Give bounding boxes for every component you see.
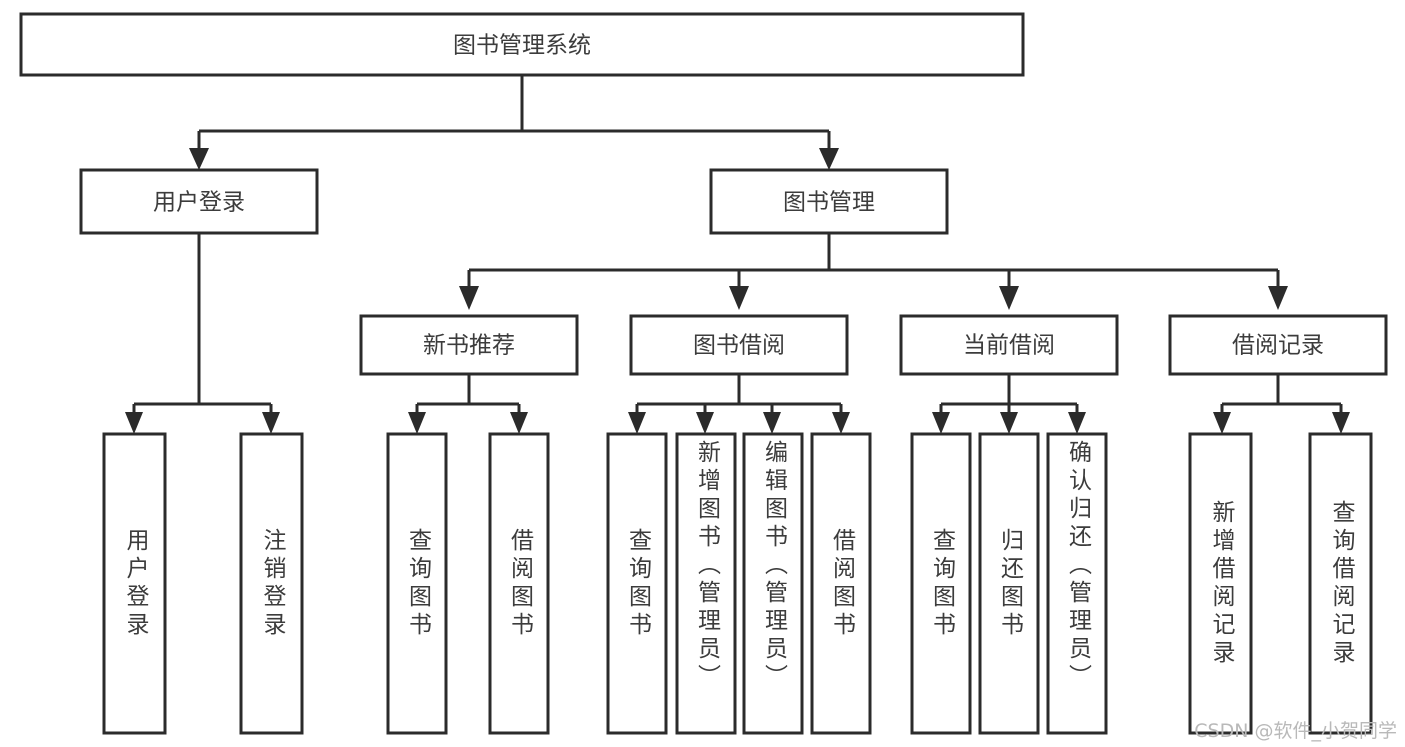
node-leaf-query-book-3-label: 查询图书	[928, 527, 955, 640]
node-book-borrow[interactable]: 图书借阅	[629, 314, 849, 376]
node-leaf-confirm-return-admin[interactable]: 确认归还（管理员）	[1046, 432, 1108, 735]
node-leaf-confirm-return-admin-label: 确认归还（管理员）	[1064, 440, 1091, 692]
node-borrow-record-label: 借阅记录	[1232, 333, 1324, 359]
node-leaf-edit-book-admin[interactable]: 编辑图书（管理员）	[742, 432, 804, 735]
node-leaf-query-book-2[interactable]: 查询图书	[606, 432, 668, 735]
node-root-box[interactable]	[19, 12, 1025, 77]
arrow-head-book-borrow	[729, 286, 749, 310]
arrow-head-leaf-query-book-1	[408, 412, 426, 434]
arrow-head-leaf-return-book	[1000, 412, 1018, 434]
arrow-head-leaf-edit-book-admin	[763, 412, 781, 434]
node-leaf-return-book[interactable]: 归还图书	[978, 432, 1040, 735]
arrow-head-leaf-borrow-book-2	[832, 412, 850, 434]
arrow-head-leaf-borrow-book-1	[510, 412, 528, 434]
arrow-head-borrow-record	[1268, 286, 1288, 310]
arrow-head-leaf-query-borrow-record	[1332, 412, 1350, 434]
node-leaf-query-book-3-box[interactable]	[910, 432, 972, 735]
node-book-borrow-box[interactable]	[629, 314, 849, 376]
node-root[interactable]: 图书管理系统	[19, 12, 1025, 77]
node-new-book-recommend-box[interactable]	[359, 314, 579, 376]
arrow-head-new-book-recommend	[459, 286, 479, 310]
node-root-label: 图书管理系统	[453, 33, 591, 59]
arrow-head-leaf-confirm-return-admin	[1068, 412, 1086, 434]
node-leaf-query-book-3-text-wrap: 查询图书	[928, 527, 955, 640]
node-leaf-borrow-book-1-label: 借阅图书	[506, 527, 533, 640]
node-leaf-borrow-book-1-text-wrap: 借阅图书	[506, 527, 533, 640]
node-leaf-borrow-book-1[interactable]: 借阅图书	[488, 432, 550, 735]
arrow-head-book-management	[819, 148, 839, 170]
node-new-book-recommend-label: 新书推荐	[423, 333, 515, 359]
node-book-management-box[interactable]	[709, 168, 949, 235]
arrow-head-user-login	[189, 148, 209, 170]
node-user-login-box[interactable]	[79, 168, 319, 235]
node-book-management[interactable]: 图书管理	[709, 168, 949, 235]
node-leaf-borrow-book-1-box[interactable]	[488, 432, 550, 735]
node-leaf-add-book-admin-label: 新增图书（管理员）	[693, 440, 720, 692]
arrow-head-current-borrow	[999, 286, 1019, 310]
node-current-borrow-label: 当前借阅	[963, 333, 1055, 359]
node-leaf-query-borrow-record[interactable]: 查询借阅记录	[1308, 432, 1373, 735]
node-leaf-add-borrow-record-text-wrap: 新增借阅记录	[1208, 499, 1234, 668]
node-leaf-add-book-admin-text-wrap: 新增图书（管理员）	[693, 440, 720, 692]
node-leaf-query-book-1-text-wrap: 查询图书	[404, 527, 431, 640]
node-leaf-return-book-label: 归还图书	[996, 527, 1023, 640]
node-leaf-query-borrow-record-label: 查询借阅记录	[1328, 499, 1354, 668]
node-leaf-query-book-1-label: 查询图书	[404, 527, 431, 640]
arrow-head-leaf-add-borrow-record	[1213, 412, 1231, 434]
node-leaf-borrow-book-2-box[interactable]	[810, 432, 872, 735]
node-leaf-edit-book-admin-text-wrap: 编辑图书（管理员）	[760, 440, 787, 692]
arrow-head-leaf-user-login	[125, 412, 143, 434]
node-leaf-confirm-return-admin-box[interactable]	[1046, 432, 1108, 735]
node-leaf-borrow-book-2-label: 借阅图书	[828, 527, 855, 640]
node-leaf-edit-book-admin-label: 编辑图书（管理员）	[760, 440, 787, 692]
connector-layer	[125, 75, 1350, 434]
node-leaf-confirm-return-admin-text-wrap: 确认归还（管理员）	[1064, 440, 1091, 692]
node-user-login-label: 用户登录	[153, 190, 245, 216]
node-leaf-user-login[interactable]: 用户登录	[102, 432, 167, 735]
node-leaf-query-borrow-record-box[interactable]	[1308, 432, 1373, 735]
node-leaf-logout-login-label: 注销登录	[259, 527, 285, 640]
node-current-borrow-box[interactable]	[899, 314, 1119, 376]
arrow-head-leaf-query-book-2	[628, 412, 646, 434]
node-leaf-borrow-book-2-text-wrap: 借阅图书	[828, 527, 855, 640]
node-leaf-edit-book-admin-box[interactable]	[742, 432, 804, 735]
node-leaf-query-book-2-box[interactable]	[606, 432, 668, 735]
node-current-borrow[interactable]: 当前借阅	[899, 314, 1119, 376]
arrow-head-leaf-add-book-admin	[696, 412, 714, 434]
node-leaf-logout-login-text-wrap: 注销登录	[259, 527, 285, 640]
node-leaf-logout-login[interactable]: 注销登录	[239, 432, 304, 735]
node-leaf-add-book-admin[interactable]: 新增图书（管理员）	[675, 432, 737, 735]
node-leaf-logout-login-box[interactable]	[239, 432, 304, 735]
node-leaf-return-book-box[interactable]	[978, 432, 1040, 735]
node-leaf-query-book-1[interactable]: 查询图书	[386, 432, 448, 735]
node-leaf-query-book-3[interactable]: 查询图书	[910, 432, 972, 735]
node-leaf-user-login-text-wrap: 用户登录	[122, 527, 148, 640]
node-borrow-record-box[interactable]	[1168, 314, 1388, 376]
arrow-head-leaf-logout-login	[262, 412, 280, 434]
node-leaf-add-book-admin-box[interactable]	[675, 432, 737, 735]
node-leaf-query-book-2-text-wrap: 查询图书	[624, 527, 651, 640]
node-book-borrow-label: 图书借阅	[693, 333, 785, 359]
node-leaf-user-login-box[interactable]	[102, 432, 167, 735]
node-book-management-label: 图书管理	[783, 190, 875, 216]
node-leaf-add-borrow-record[interactable]: 新增借阅记录	[1188, 432, 1253, 735]
node-leaf-add-borrow-record-box[interactable]	[1188, 432, 1253, 735]
node-leaf-add-borrow-record-label: 新增借阅记录	[1208, 499, 1234, 668]
node-leaf-query-borrow-record-text-wrap: 查询借阅记录	[1328, 499, 1354, 668]
node-new-book-recommend[interactable]: 新书推荐	[359, 314, 579, 376]
node-leaf-borrow-book-2[interactable]: 借阅图书	[810, 432, 872, 735]
node-leaf-query-book-1-box[interactable]	[386, 432, 448, 735]
node-leaf-query-book-2-label: 查询图书	[624, 527, 651, 640]
node-leaf-user-login-label: 用户登录	[122, 527, 148, 640]
arrow-head-leaf-query-book-3	[932, 412, 950, 434]
node-leaf-return-book-text-wrap: 归还图书	[996, 527, 1023, 640]
node-borrow-record[interactable]: 借阅记录	[1168, 314, 1388, 376]
node-user-login[interactable]: 用户登录	[79, 168, 319, 235]
